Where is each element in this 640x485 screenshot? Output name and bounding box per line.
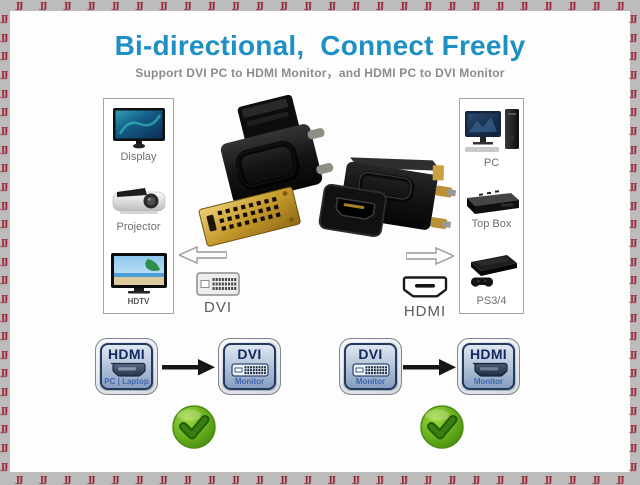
device-display: Display xyxy=(112,107,166,163)
flow1-from-badge: HDMI PC | Laptop xyxy=(95,338,158,395)
hdmi-connector-icon xyxy=(402,276,448,298)
green-check-icon xyxy=(420,405,464,449)
hdmi-label: HDMI xyxy=(403,303,447,320)
page-title: Bi-directional, Connect Freely xyxy=(114,30,526,61)
game-console-icon xyxy=(470,254,517,287)
dvi-connector-icon xyxy=(196,272,240,296)
device-label: Top Box xyxy=(471,217,512,230)
badge-device: PC | Laptop xyxy=(104,377,149,386)
green-check-icon xyxy=(172,405,216,449)
dvi-male-adapter-photo xyxy=(198,94,334,247)
hdmi-port-icon xyxy=(472,362,508,377)
display-devices-panel: Display Projector xyxy=(103,98,174,314)
flow1-to-badge-inner: DVI Monitor xyxy=(223,343,276,390)
flow2-to-badge: HDMI Monitor xyxy=(457,338,520,395)
badge-title: DVI xyxy=(358,346,383,362)
dvi-label: DVI xyxy=(203,299,232,316)
hdtv-icon xyxy=(110,253,167,294)
flow2-from-badge-inner: DVI Monitor xyxy=(344,343,397,390)
badge-title: HDMI xyxy=(470,346,507,362)
projector-icon xyxy=(112,187,165,214)
device-top-box: Top Box xyxy=(463,190,521,230)
arrow-left-icon xyxy=(179,245,227,265)
desktop-pc-icon xyxy=(464,109,519,152)
device-pc: PC xyxy=(463,107,521,169)
badge-title: DVI xyxy=(237,346,262,362)
device-label: PC xyxy=(483,157,500,169)
flow2-to-badge-inner: HDMI Monitor xyxy=(462,343,515,390)
page-subtitle: Support DVI PC to HDMI Monitor，and HDMI … xyxy=(135,66,505,80)
dvi-port-icon xyxy=(230,362,269,377)
hdmi-port-icon xyxy=(110,362,146,377)
device-hdtv: HDTV xyxy=(110,252,168,307)
device-game-console: PS3/4 xyxy=(463,251,521,307)
badge-device: Monitor xyxy=(355,377,386,386)
device-label: HDTV xyxy=(127,297,150,307)
badge-device: Monitor xyxy=(473,377,504,386)
display-monitor-icon xyxy=(112,108,165,149)
badge-title: HDMI xyxy=(108,346,145,362)
device-label: Projector xyxy=(116,220,161,233)
flow1-arrow-icon xyxy=(162,359,215,376)
flow1-from-badge-inner: HDMI PC | Laptop xyxy=(100,343,153,390)
device-label: PS3/4 xyxy=(476,294,507,307)
dvi-port-icon xyxy=(351,362,390,377)
set-top-box-icon xyxy=(466,190,519,214)
flow2-arrow-icon xyxy=(403,359,456,376)
arrow-right-icon xyxy=(406,246,454,266)
hdmi-female-adapter-photo xyxy=(318,157,457,238)
source-devices-panel: PC Top Box xyxy=(459,98,524,314)
device-label: Display xyxy=(120,151,157,163)
badge-device: Monitor xyxy=(234,377,265,386)
flow1-to-badge: DVI Monitor xyxy=(218,338,281,395)
flow2-from-badge: DVI Monitor xyxy=(339,338,402,395)
device-projector: Projector xyxy=(111,183,167,233)
